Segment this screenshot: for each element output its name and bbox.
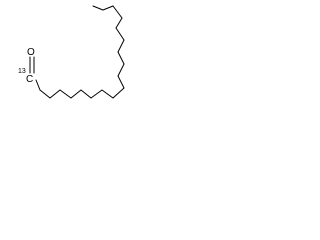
carbon-label: C [26,74,33,85]
bond-chain-8 [117,63,125,77]
bond-chain-16 [49,89,61,99]
bond-chain-11 [101,89,114,99]
bond-chain-1 [92,5,104,11]
alkyl-chain [39,5,125,99]
bond-chain-17 [39,89,51,99]
bond-chain-10 [112,87,125,99]
bond-c-to-chain [35,79,41,91]
bond-chain-12 [90,89,103,99]
bond-chain-3 [112,5,123,19]
bond-chain-6 [117,39,125,53]
bond-chain-5 [115,27,125,41]
bond-chain-9 [117,75,125,89]
bond-chain-15 [59,89,72,99]
bond-chain-4 [115,17,123,29]
bond-chain-13 [80,89,92,99]
bond-chain-7 [117,51,125,65]
bond-chain-2 [102,5,114,11]
myristic-acid-13c-structure: O HO 13 C [18,5,125,99]
isotope-mass-label: 13 [18,68,26,75]
oxygen-label: O [27,47,35,58]
bond-chain-14 [70,89,82,99]
carboxyl-group: O HO 13 C [18,47,41,91]
